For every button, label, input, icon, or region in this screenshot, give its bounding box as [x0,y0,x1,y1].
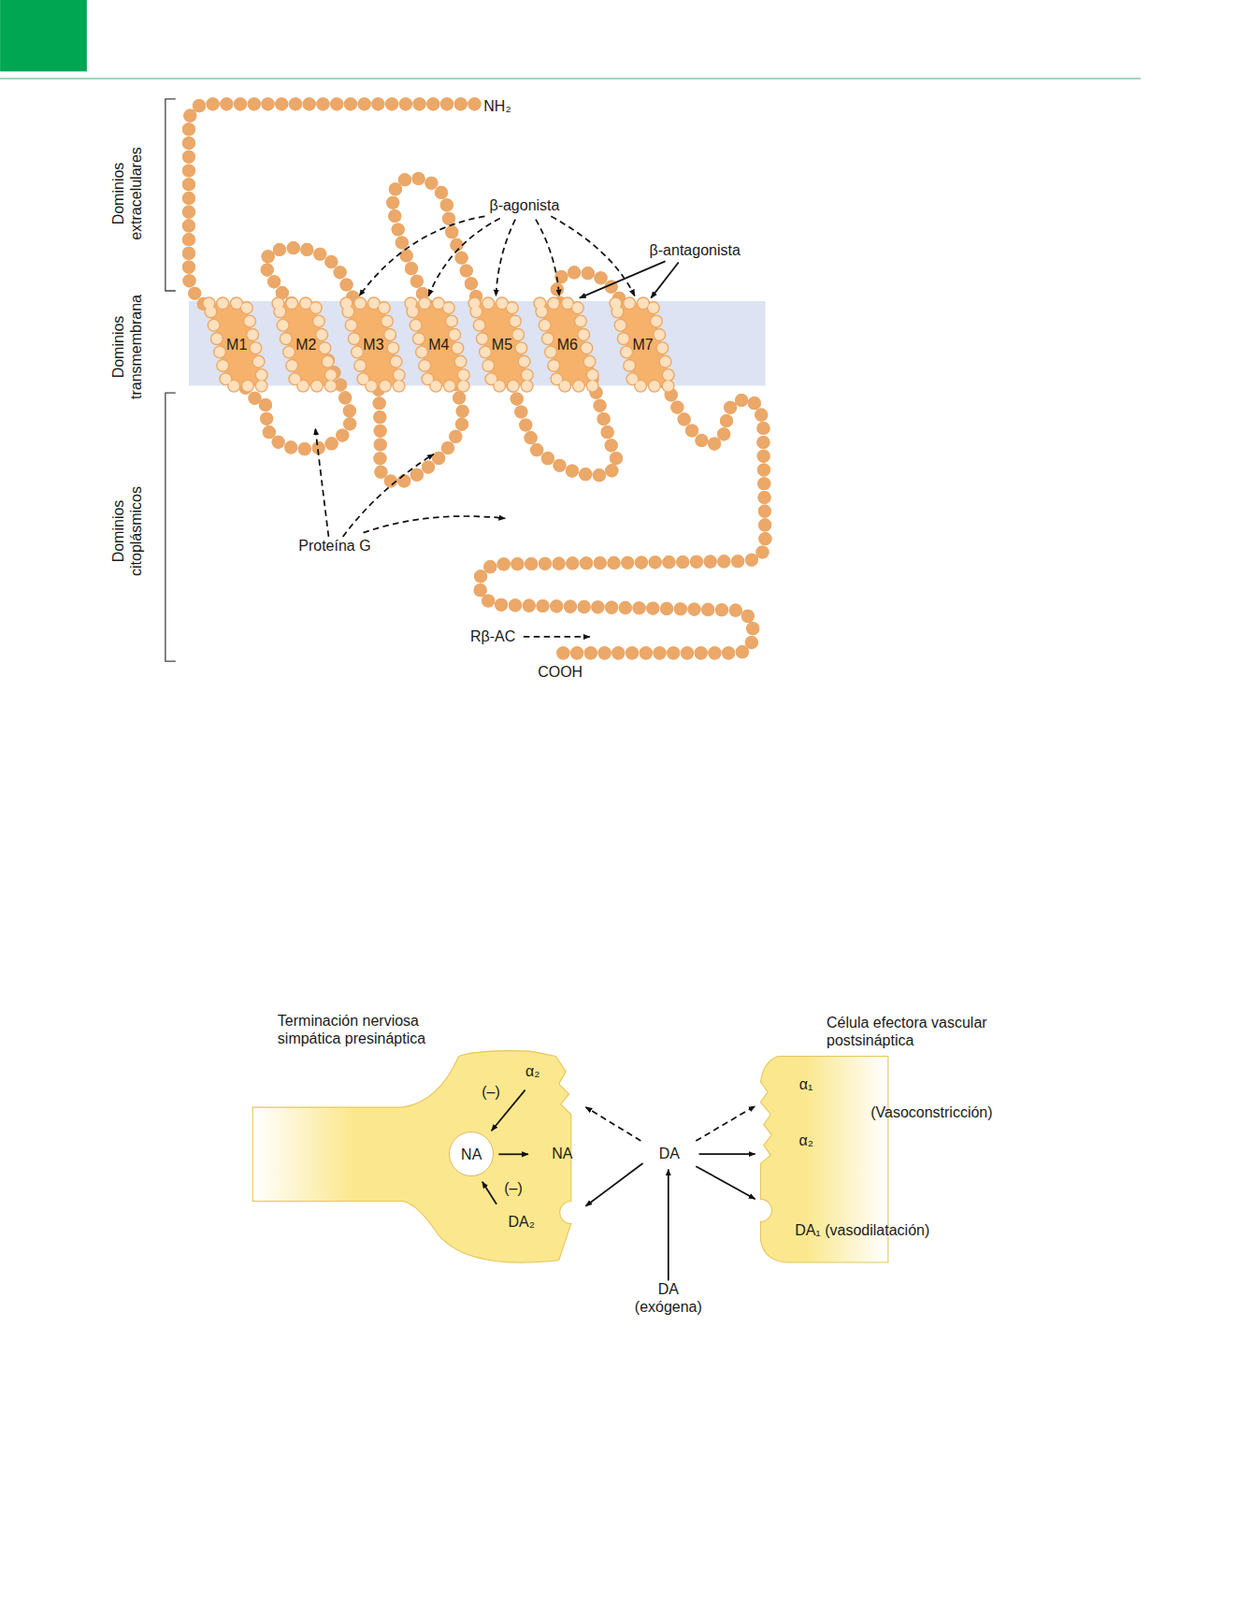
text-label: NH₂ [483,97,511,116]
membrane-band [188,301,766,387]
node-label: M3 [362,335,384,354]
transmembrane-helix: M6 [534,299,601,390]
node-label: M1 [226,335,247,354]
node-label: M7 [632,335,653,354]
axis-label: Dominios citoplásmicos [109,470,145,592]
node-label: M4 [428,335,449,354]
text-label: α₂ [525,1062,540,1080]
text-label: β-agonista [488,197,560,216]
text-label: Rβ-AC [470,627,516,646]
text-label: DA₂ [507,1213,534,1232]
node-label: M5 [491,335,513,354]
transmembrane-helix: M7 [610,299,676,390]
node-heading: Célula efectora vascular postsináptica [826,1013,1005,1050]
g-protein-arrows [315,428,590,637]
transmembrane-helix: M5 [469,299,535,390]
text-label: (–) [481,1082,501,1101]
header-rule [0,77,1141,79]
text-label: NA [551,1145,573,1164]
text-label: α₂ [798,1132,813,1151]
node-label: M2 [295,335,317,354]
amino-acid-chain [188,103,766,653]
transmembrane-helix: M4 [405,299,472,390]
text-label: DA (exógena) [631,1279,706,1316]
node-label: M6 [557,335,578,354]
text-label: (Vasoconstricción) [870,1103,993,1122]
text-label: COOH [537,663,583,682]
text-label: α₁ [799,1076,814,1094]
dopamine-arrows [585,1106,755,1281]
corner-tab [0,0,87,72]
node-label: NA [460,1145,482,1164]
node-heading: Terminación nerviosa simpática presinápt… [277,1011,456,1048]
antagonist-arrows [579,260,679,298]
nerve-terminal: Terminación nerviosa simpática presinápt… [249,1005,587,1266]
axis-label: Dominios extracelulares [109,132,145,255]
axis-label: Dominios transmembrana [109,286,145,408]
transmembrane-helix: M2 [273,299,339,390]
text-label: β-antagonista [649,242,741,260]
text-label: (–) [503,1179,523,1198]
transmembrane-helix: M1 [203,299,270,390]
bracket [165,99,176,662]
text-label: Proteína G [298,536,371,555]
transmembrane-helix: M3 [341,299,407,390]
text-label: DA₁ (vasodilatación) [794,1222,930,1240]
agonist-arrows [359,215,635,296]
text-label: DA [659,1145,680,1164]
